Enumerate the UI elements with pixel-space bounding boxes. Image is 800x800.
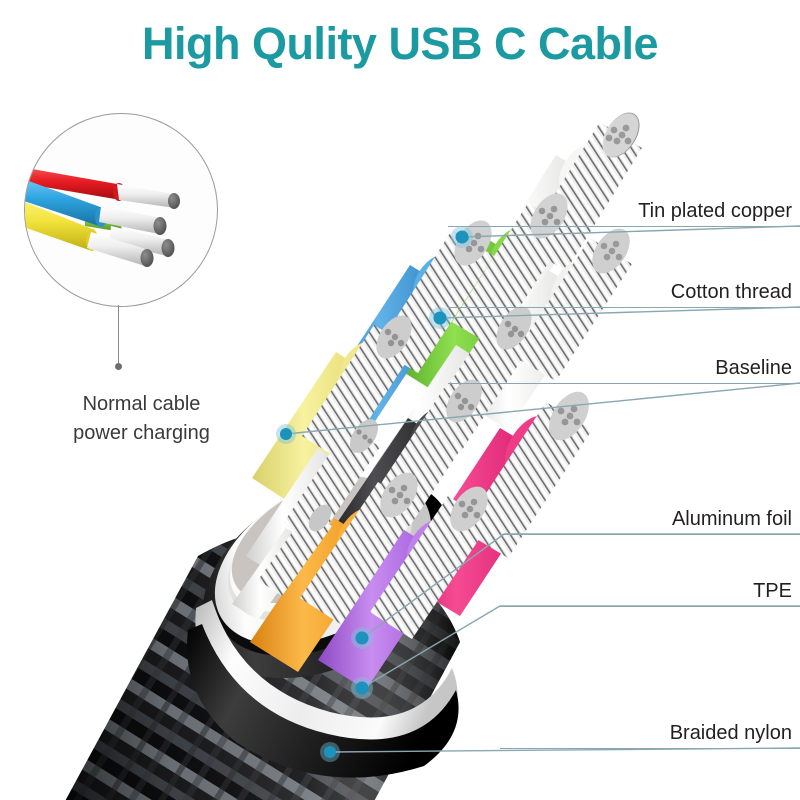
- dot-aluminum-foil: [351, 627, 373, 649]
- callout-label-tin-plated-copper: Tin plated copper: [638, 200, 792, 222]
- wire-small-stub-left: [232, 504, 332, 620]
- inset-caption-line1: Normal cable: [82, 393, 201, 415]
- callout-label-baseline: Baseline: [715, 357, 792, 379]
- dot-tpe: [351, 677, 373, 699]
- inset-leader-stem: [118, 305, 120, 367]
- dot-braided-nylon: [320, 742, 340, 762]
- inset-caption: Normal cable power charging: [34, 390, 249, 448]
- wire-bundle: [232, 112, 642, 690]
- wire-green: [400, 193, 570, 400]
- callout-label-aluminum-foil: Aluminum foil: [671, 508, 792, 530]
- wire-orange: [250, 472, 420, 672]
- dot-tin-plated-copper: [451, 226, 473, 248]
- inset-core-yellow: [87, 232, 154, 267]
- page-title: High Qulity USB C Cable: [141, 18, 659, 69]
- callout-rule-braided-nylon: [500, 748, 800, 749]
- inset-core-red: [117, 184, 180, 209]
- callout-label-cotton-thread: Cotton thread: [670, 281, 792, 303]
- callout-label-tpe: TPE: [753, 580, 792, 602]
- tpe-front-lip: [187, 624, 459, 778]
- inset-core-blue: [99, 206, 175, 257]
- dot-baseline: [276, 424, 296, 444]
- inset-leader-dot: [115, 363, 122, 370]
- callout-rule-baseline: [448, 383, 800, 384]
- wire-yellow: [252, 315, 414, 508]
- wire-purple: [318, 486, 490, 690]
- dot-cotton-thread: [429, 307, 451, 329]
- normal-cable-inset-illustration: [25, 167, 180, 267]
- callout-rule-tpe: [500, 606, 800, 607]
- normal-cable-inset: [24, 113, 218, 307]
- callout-rule-cotton-thread: [448, 307, 800, 308]
- callout-label-braided-nylon: Braided nylon: [669, 722, 792, 744]
- leader-dots: [276, 226, 473, 762]
- inset-caption-line2: power charging: [73, 422, 210, 444]
- callout-rule-tin-plated-copper: [448, 226, 800, 227]
- callout-rule-aluminum-foil: [500, 534, 800, 535]
